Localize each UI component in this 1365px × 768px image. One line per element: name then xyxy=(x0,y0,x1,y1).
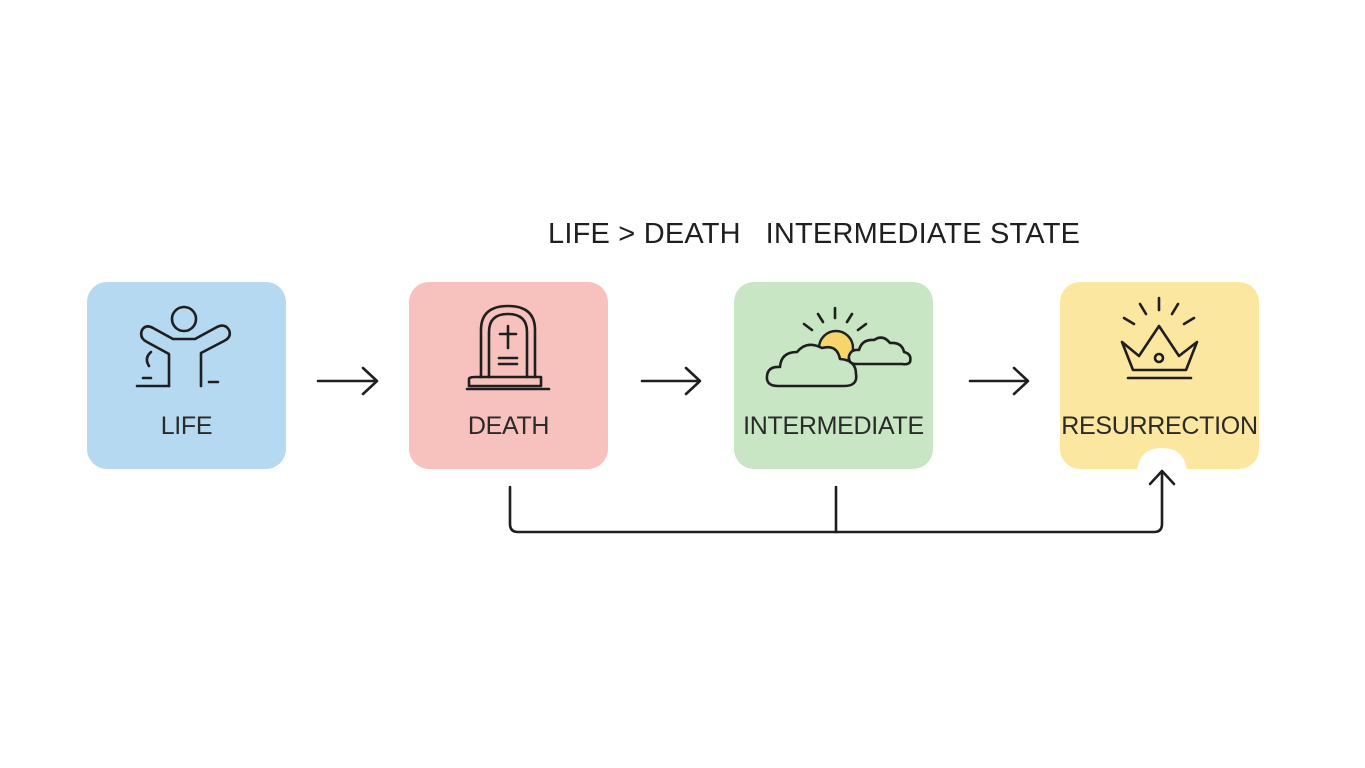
arrow-intermediate-to-resurrection xyxy=(968,366,1030,396)
stage-box-death: DEATH xyxy=(409,282,608,469)
tombstone-icon xyxy=(465,304,551,391)
stage-box-resurrection: RESURRECTION xyxy=(1060,282,1259,469)
resurrection-notch xyxy=(1137,448,1187,470)
connector-to-resurrection xyxy=(508,469,1176,534)
person-arms-raised-icon xyxy=(135,305,232,388)
crown-icon xyxy=(1120,296,1199,380)
stage-box-life: LIFE xyxy=(87,282,286,469)
stage-label-life: LIFE xyxy=(160,412,213,440)
stage-label-resurrection: RESURRECTION xyxy=(1061,412,1258,440)
arrow-death-to-intermediate xyxy=(640,366,702,396)
stage-label-death: DEATH xyxy=(467,412,550,440)
stage-label-intermediate: INTERMEDIATE xyxy=(743,412,924,440)
diagram-title: LIFE > DEATH INTERMEDIATE STATE xyxy=(548,218,1081,250)
sun-clouds-icon xyxy=(765,306,912,388)
arrow-life-to-death xyxy=(316,366,379,396)
stage-box-intermediate: INTERMEDIATE xyxy=(734,282,933,469)
